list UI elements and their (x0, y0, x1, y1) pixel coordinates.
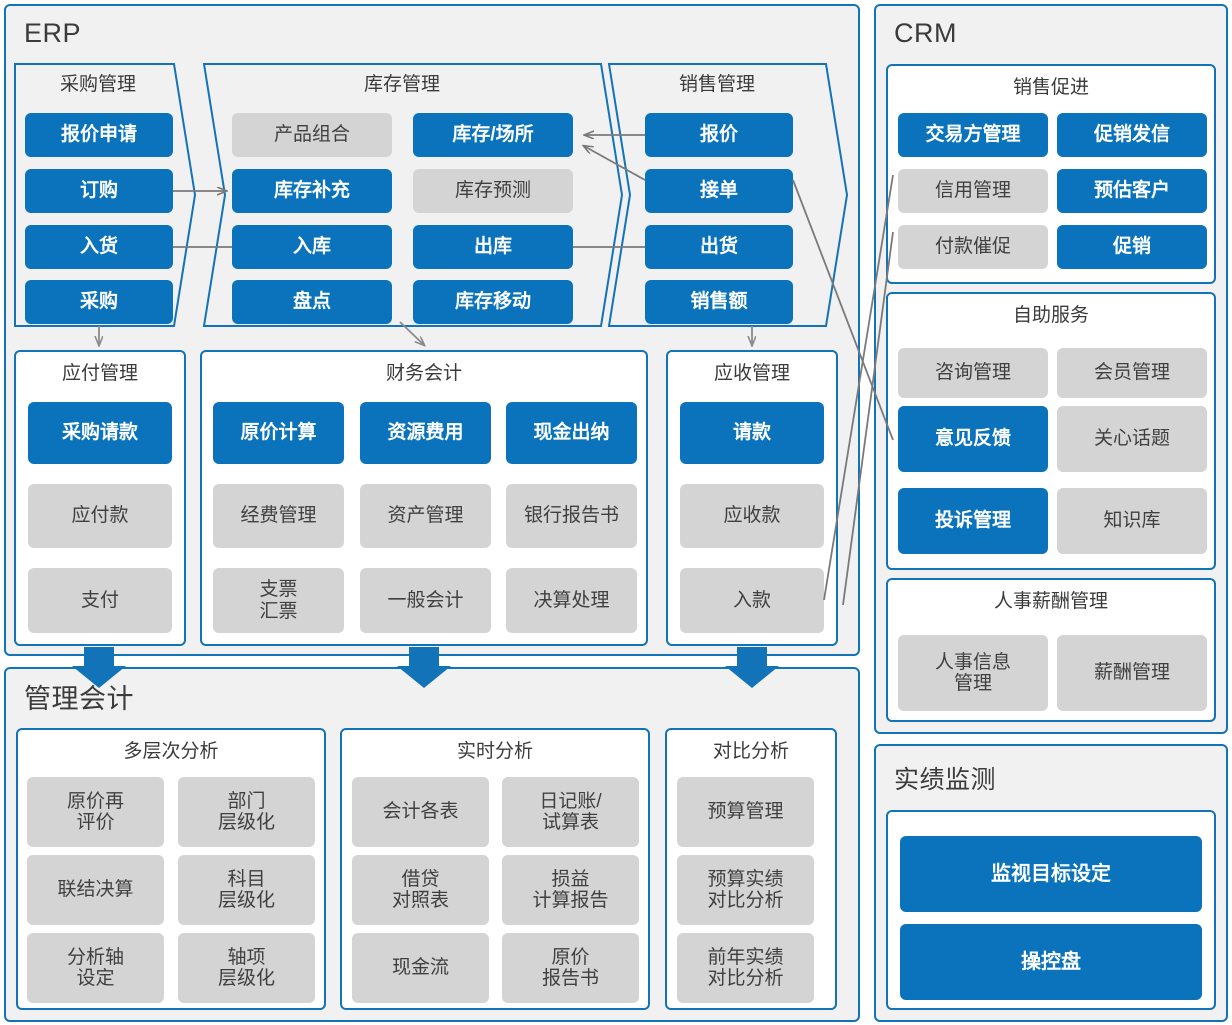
tile-purchase-1[interactable]: 订购 (25, 169, 173, 213)
crm-title: CRM (894, 18, 957, 48)
tile-selfservice-3[interactable]: 关心话题 (1057, 406, 1207, 472)
tile-promotion-0[interactable]: 交易方管理 (898, 113, 1048, 157)
tile-compare-2[interactable]: 前年实绩 对比分析 (677, 933, 814, 1003)
tile-selfservice-0[interactable]: 咨询管理 (898, 348, 1048, 398)
management-accounting-title: 管理会计 (24, 684, 134, 714)
tile-inventory-2[interactable]: 库存补充 (232, 169, 392, 213)
tile-inventory-3[interactable]: 库存预测 (413, 169, 573, 213)
tile-inventory-6[interactable]: 盘点 (232, 280, 392, 324)
tile-realtime-4[interactable]: 现金流 (352, 933, 489, 1003)
hr-payroll-title: 人事薪酬管理 (993, 591, 1108, 612)
tile-compare-0[interactable]: 预算管理 (677, 777, 814, 847)
tile-inventory-5[interactable]: 出库 (413, 225, 573, 269)
tile-realtime-5[interactable]: 原价 报告书 (502, 933, 639, 1003)
tile-sales-1[interactable]: 接单 (645, 169, 793, 213)
tile-realtime-0[interactable]: 会计各表 (352, 777, 489, 847)
tile-financial-1[interactable]: 资源费用 (360, 402, 491, 464)
tile-sales-0[interactable]: 报价 (645, 113, 793, 157)
tile-financial-4[interactable]: 资产管理 (360, 484, 491, 548)
tile-hr-0[interactable]: 人事信息 管理 (898, 635, 1048, 711)
payable-management-title: 应付管理 (61, 363, 138, 384)
tile-monitor-0[interactable]: 监视目标设定 (900, 836, 1202, 912)
tile-purchase-2[interactable]: 入货 (25, 225, 173, 269)
financial-accounting-title: 财务会计 (385, 363, 462, 384)
tile-monitor-1[interactable]: 操控盘 (900, 924, 1202, 1000)
sales-management-title: 销售管理 (678, 74, 755, 95)
realtime-analysis-title: 实时分析 (456, 741, 533, 762)
tile-financial-8[interactable]: 决算处理 (506, 568, 637, 633)
purchase-management-title: 采购管理 (59, 74, 136, 95)
tile-compare-1[interactable]: 预算实绩 对比分析 (677, 855, 814, 925)
tile-payable-2[interactable]: 支付 (28, 568, 172, 633)
tile-multilayer-3[interactable]: 科目 层级化 (178, 855, 315, 925)
tile-purchase-3[interactable]: 采购 (25, 280, 173, 324)
tile-realtime-3[interactable]: 损益 计算报告 (502, 855, 639, 925)
self-service-title: 自助服务 (1012, 305, 1089, 326)
tile-receivable-2[interactable]: 入款 (680, 568, 824, 633)
tile-promotion-4[interactable]: 付款催促 (898, 225, 1048, 269)
tile-promotion-3[interactable]: 预估客户 (1057, 169, 1207, 213)
tile-promotion-1[interactable]: 促销发信 (1057, 113, 1207, 157)
receivable-management-title: 应收管理 (713, 363, 790, 384)
tile-realtime-1[interactable]: 日记账/ 试算表 (502, 777, 639, 847)
tile-selfservice-4[interactable]: 投诉管理 (898, 488, 1048, 554)
comparative-analysis-title: 对比分析 (712, 741, 789, 762)
tile-financial-7[interactable]: 一般会计 (360, 568, 491, 633)
tile-sales-2[interactable]: 出货 (645, 225, 793, 269)
tile-inventory-1[interactable]: 库存/场所 (413, 113, 573, 157)
tile-promotion-2[interactable]: 信用管理 (898, 169, 1048, 213)
tile-selfservice-5[interactable]: 知识库 (1057, 488, 1207, 554)
tile-multilayer-5[interactable]: 轴项 层级化 (178, 933, 315, 1003)
erp-title: ERP (24, 18, 82, 48)
tile-multilayer-4[interactable]: 分析轴 设定 (27, 933, 164, 1003)
performance-monitoring-title: 实绩监测 (894, 766, 997, 794)
tile-selfservice-1[interactable]: 会员管理 (1057, 348, 1207, 398)
tile-multilayer-2[interactable]: 联结决算 (27, 855, 164, 925)
tile-financial-5[interactable]: 银行报告书 (506, 484, 637, 548)
tile-realtime-2[interactable]: 借贷 对照表 (352, 855, 489, 925)
tile-inventory-0[interactable]: 产品组合 (232, 113, 392, 157)
tile-financial-3[interactable]: 经费管理 (213, 484, 344, 548)
tile-receivable-1[interactable]: 应收款 (680, 484, 824, 548)
tile-payable-0[interactable]: 采购请款 (28, 402, 172, 464)
tile-selfservice-2[interactable]: 意见反馈 (898, 406, 1048, 472)
tile-sales-3[interactable]: 销售额 (645, 280, 793, 324)
tile-hr-1[interactable]: 薪酬管理 (1057, 635, 1207, 711)
tile-receivable-0[interactable]: 请款 (680, 402, 824, 464)
tile-inventory-7[interactable]: 库存移动 (413, 280, 573, 324)
inventory-management-title: 库存管理 (363, 74, 440, 95)
sales-promotion-title: 销售促进 (1012, 77, 1089, 98)
multilayer-analysis-title: 多层次分析 (123, 741, 219, 762)
tile-financial-6[interactable]: 支票 汇票 (213, 568, 344, 633)
tile-purchase-0[interactable]: 报价申请 (25, 113, 173, 157)
tile-financial-0[interactable]: 原价计算 (213, 402, 344, 464)
tile-promotion-5[interactable]: 促销 (1057, 225, 1207, 269)
tile-payable-1[interactable]: 应付款 (28, 484, 172, 548)
tile-inventory-4[interactable]: 入库 (232, 225, 392, 269)
tile-multilayer-0[interactable]: 原价再 评价 (27, 777, 164, 847)
tile-financial-2[interactable]: 现金出纳 (506, 402, 637, 464)
tile-multilayer-1[interactable]: 部门 层级化 (178, 777, 315, 847)
